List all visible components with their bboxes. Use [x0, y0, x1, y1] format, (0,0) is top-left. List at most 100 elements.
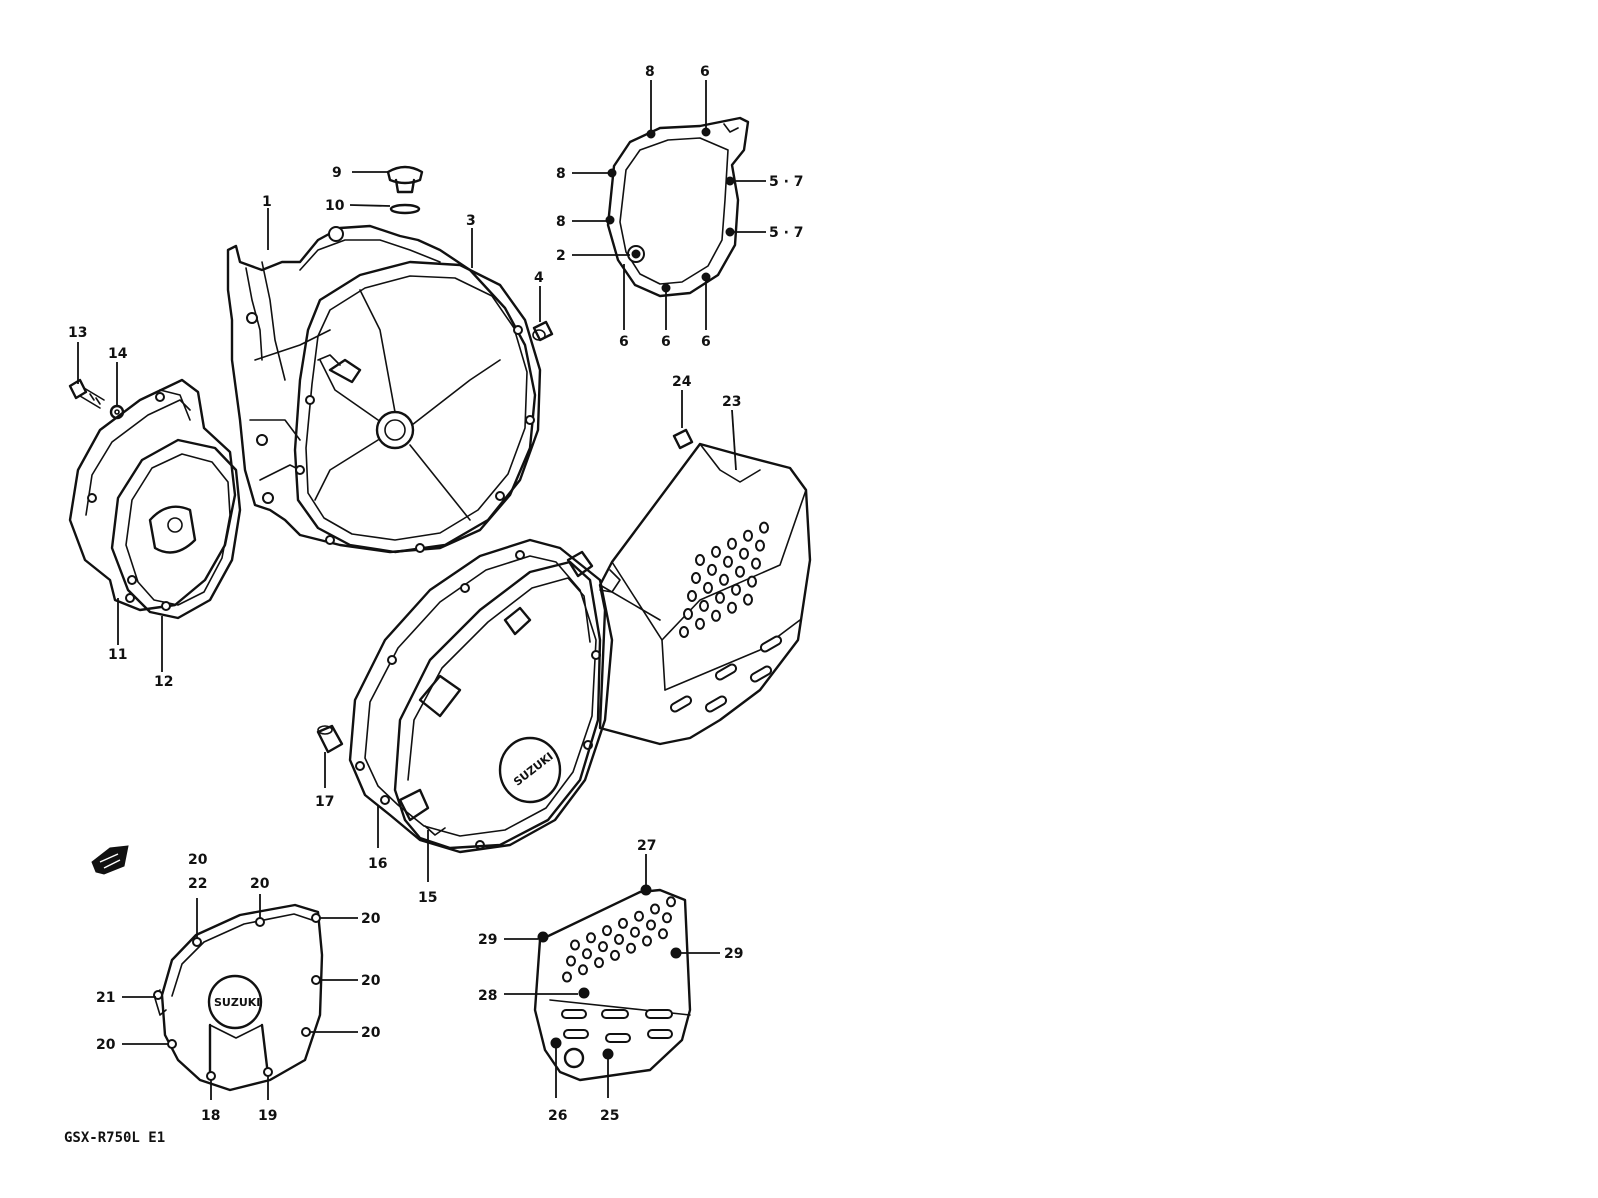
callout-12: 12 [154, 674, 173, 690]
part-9-oil-filler-cap [386, 165, 424, 194]
perforation-hole [642, 935, 652, 947]
callout-15: 15 [418, 890, 437, 906]
perforation-hole [602, 925, 612, 937]
part-15-brand-text: SUZUKI [511, 750, 556, 789]
perforation-slot [714, 663, 738, 681]
perforation-hole [582, 948, 592, 960]
perforation-hole [626, 942, 636, 954]
callout-labels: 1 2 3 4 5 · 7 5 · 7 6 6 6 6 8 8 8 9 10 1… [68, 64, 804, 1124]
perforation-slot [601, 1009, 629, 1019]
perforation-hole [695, 617, 705, 630]
perforation-hole [755, 539, 765, 552]
perforation-hole [618, 917, 628, 929]
part-lower-left-cover: SUZUKI [153, 903, 324, 1092]
callout-2: 2 [556, 248, 566, 264]
front-direction-arrow-icon [91, 845, 129, 875]
callout-8-upper: 8 [556, 166, 566, 182]
perforation-hole [711, 609, 721, 622]
callout-5-7-upper: 5 · 7 [769, 174, 804, 190]
perforation-hole [727, 537, 737, 550]
callout-5-7-lower: 5 · 7 [769, 225, 804, 241]
callout-27: 27 [637, 838, 656, 854]
callout-20-right-middle: 20 [361, 973, 381, 989]
callout-6-bottom-right: 6 [701, 334, 711, 350]
callout-13: 13 [68, 325, 87, 341]
perforation-hole [751, 557, 761, 570]
housing-inner-ribs [314, 289, 501, 521]
perforation-slot [669, 695, 693, 713]
part-12-gasket [110, 438, 242, 620]
perforation-slot [749, 665, 773, 683]
callout-14: 14 [108, 346, 128, 362]
perforation-hole [610, 949, 620, 961]
callout-6-bottom-middle: 6 [661, 334, 671, 350]
perforation-hole [743, 593, 753, 606]
model-code: GSX-R750L E1 [64, 1130, 165, 1146]
callout-20-left: 20 [96, 1037, 116, 1053]
callout-4: 4 [534, 270, 544, 286]
perforation-hole [566, 955, 576, 967]
perforation-hole [727, 601, 737, 614]
perforation-hole [658, 928, 668, 940]
callout-11: 11 [108, 647, 127, 663]
perforation-slot [605, 1033, 631, 1043]
perforation-hole [562, 971, 572, 983]
perforation-hole [687, 590, 697, 602]
perforation-hole [650, 903, 660, 915]
part-13-bolt [68, 378, 105, 409]
perforation-hole [707, 563, 717, 576]
part-17-dowel [316, 724, 344, 754]
part-10-o-ring [389, 203, 421, 215]
part-lower-left-brand-text: SUZUKI [214, 996, 260, 1009]
perforation-hole [735, 565, 745, 578]
callout-29-right: 29 [724, 946, 743, 962]
perforation-hole [594, 957, 604, 969]
callout-6-top: 6 [700, 64, 710, 80]
perforation-slot [647, 1029, 673, 1039]
callout-1: 1 [262, 194, 272, 210]
callout-29-left: 29 [478, 932, 497, 948]
callout-8-top: 8 [645, 64, 655, 80]
perforation-hole [759, 521, 769, 534]
perforation-hole [739, 547, 749, 560]
perforation-hole [666, 896, 676, 908]
part-small-cover [605, 116, 750, 298]
perforation-slot [759, 635, 783, 653]
perforation-hole [715, 591, 725, 604]
callout-20-top-left: 20 [188, 852, 208, 868]
callout-28: 28 [478, 988, 497, 1004]
perforation-slot [563, 1029, 589, 1039]
perforation-hole [719, 573, 729, 586]
perforation-slot [561, 1009, 587, 1019]
part-3-gasket [293, 260, 542, 554]
perforation-hole [614, 933, 624, 945]
part-23-guard [598, 442, 812, 746]
callout-24: 24 [672, 374, 692, 390]
part-16-gasket [348, 538, 614, 854]
callout-17: 17 [315, 794, 334, 810]
perforation-hole [691, 572, 701, 584]
perforation-hole [695, 554, 705, 566]
callout-20-top: 20 [250, 876, 270, 892]
callout-23: 23 [722, 394, 741, 410]
perforation-hole [711, 545, 721, 558]
callout-16: 16 [368, 856, 387, 872]
callout-21: 21 [96, 990, 115, 1006]
part-11-cover [68, 378, 237, 612]
part-4-dowel-pin [532, 320, 554, 342]
perforation-slot [645, 1009, 673, 1019]
callout-9: 9 [332, 165, 342, 181]
perforation-hole [662, 912, 672, 924]
perforation-hole [630, 926, 640, 938]
perforation-hole [570, 939, 580, 951]
part-24-dowel [672, 428, 694, 450]
callout-18: 18 [201, 1108, 220, 1124]
callout-20-right-lower: 20 [361, 1025, 381, 1041]
perforation-hole [731, 583, 741, 596]
perforation-slot [704, 695, 728, 713]
perforation-hole [747, 575, 757, 588]
part-lower-right-guard [533, 884, 692, 1082]
perforation-hole [646, 919, 656, 931]
callout-19: 19 [258, 1108, 277, 1124]
